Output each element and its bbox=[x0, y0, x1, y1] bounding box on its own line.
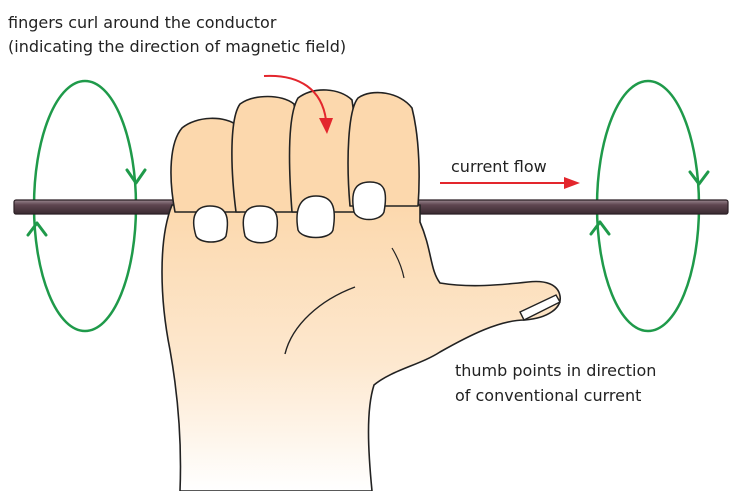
fingernail-ring bbox=[297, 196, 334, 238]
current-flow-arrow bbox=[440, 177, 580, 189]
thumb-label-line1: thumb points in direction bbox=[455, 361, 656, 380]
field-arrowhead-up-icon bbox=[591, 222, 609, 234]
fingernail-middle bbox=[243, 206, 277, 243]
field-arrowhead-up-icon bbox=[28, 223, 46, 235]
fingers-label-line2: (indicating the direction of magnetic fi… bbox=[8, 37, 346, 56]
fingers-label-line1: fingers curl around the conductor bbox=[8, 13, 277, 32]
thumb-label-line2: of conventional current bbox=[455, 386, 641, 405]
fingernail-little bbox=[353, 182, 386, 220]
right-hand-grip-icon bbox=[162, 90, 560, 491]
current-flow-label: current flow bbox=[451, 157, 547, 176]
field-arrowhead-down-icon bbox=[127, 170, 145, 183]
hand-palm bbox=[162, 205, 560, 491]
fingernail-index bbox=[194, 206, 228, 242]
current-arrowhead-icon bbox=[564, 177, 580, 189]
